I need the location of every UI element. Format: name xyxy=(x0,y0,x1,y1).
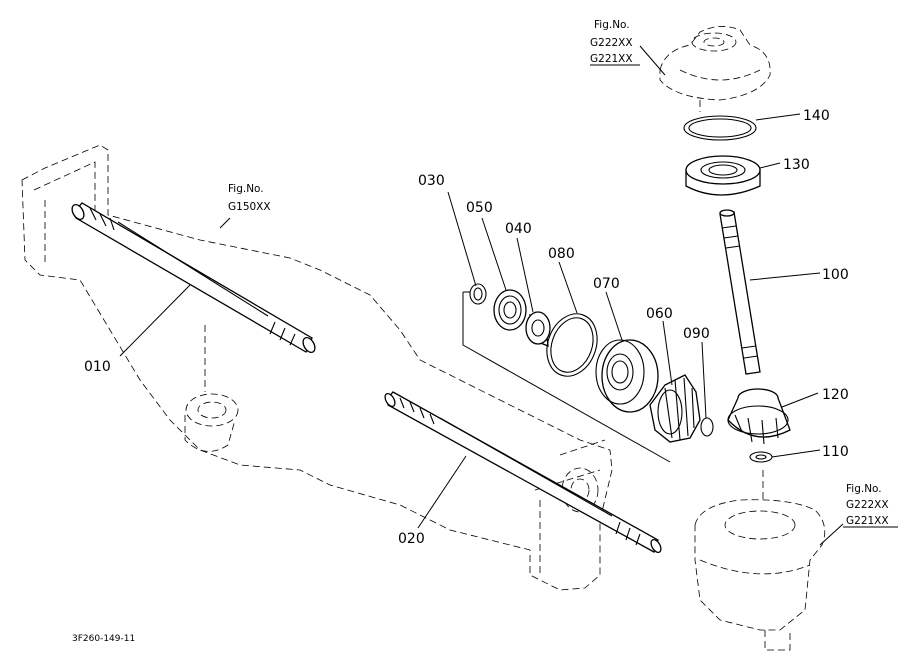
bearing-070 xyxy=(595,339,659,413)
figure-ref-bottom-line2: G221XX xyxy=(846,515,889,527)
shaft-010 xyxy=(71,202,316,354)
figure-ref-bottom-line1: G222XX xyxy=(846,499,889,511)
figure-ref-top-line2: G221XX xyxy=(590,53,633,65)
callout-070: 070 xyxy=(593,276,620,292)
figure-ref-top-line1: G222XX xyxy=(590,37,633,49)
shaft-100 xyxy=(719,209,761,375)
callout-130: 130 xyxy=(783,157,810,173)
callout-020: 020 xyxy=(398,531,425,547)
callout-040: 040 xyxy=(505,221,532,237)
callout-110: 110 xyxy=(822,444,849,460)
callout-010: 010 xyxy=(84,359,111,375)
upper-cover-housing xyxy=(659,26,771,112)
callout-090: 090 xyxy=(683,326,710,342)
assembly-lines xyxy=(462,291,671,463)
figure-ref-left-title: Fig.No. xyxy=(228,183,264,195)
figure-ref-top: Fig.No. G222XX G221XX xyxy=(590,19,640,66)
bearing-050 xyxy=(493,289,527,331)
figure-ref-left: Fig.No. G150XX xyxy=(228,183,271,213)
o-ring-140 xyxy=(683,115,757,141)
leader-lines xyxy=(119,45,844,546)
snap-ring-030 xyxy=(469,283,487,305)
o-ring-080 xyxy=(546,313,598,377)
callout-100: 100 xyxy=(822,267,849,283)
callout-120: 120 xyxy=(822,387,849,403)
callout-060: 060 xyxy=(646,306,673,322)
lower-gear-housing xyxy=(694,470,826,651)
figure-ref-top-title: Fig.No. xyxy=(594,19,630,31)
washer-110 xyxy=(749,451,773,463)
figure-ref-bottom-title: Fig.No. xyxy=(846,483,882,495)
callout-080: 080 xyxy=(548,246,575,262)
bevel-gear-120 xyxy=(727,388,791,445)
callout-030: 030 xyxy=(418,173,445,189)
collar-040 xyxy=(525,311,551,348)
callout-labels: 030 050 040 080 070 060 090 100 110 120 … xyxy=(84,108,849,547)
shaft-020 xyxy=(384,391,662,554)
callout-140: 140 xyxy=(803,108,830,124)
snap-ring-090 xyxy=(700,417,714,437)
figure-ref-bottom: Fig.No. G222XX G221XX xyxy=(843,483,898,528)
bearing-130 xyxy=(685,155,761,196)
figure-ref-left-line1: G150XX xyxy=(228,201,271,213)
drawing-code: 3F260-149-11 xyxy=(72,634,135,644)
callout-050: 050 xyxy=(466,200,493,216)
